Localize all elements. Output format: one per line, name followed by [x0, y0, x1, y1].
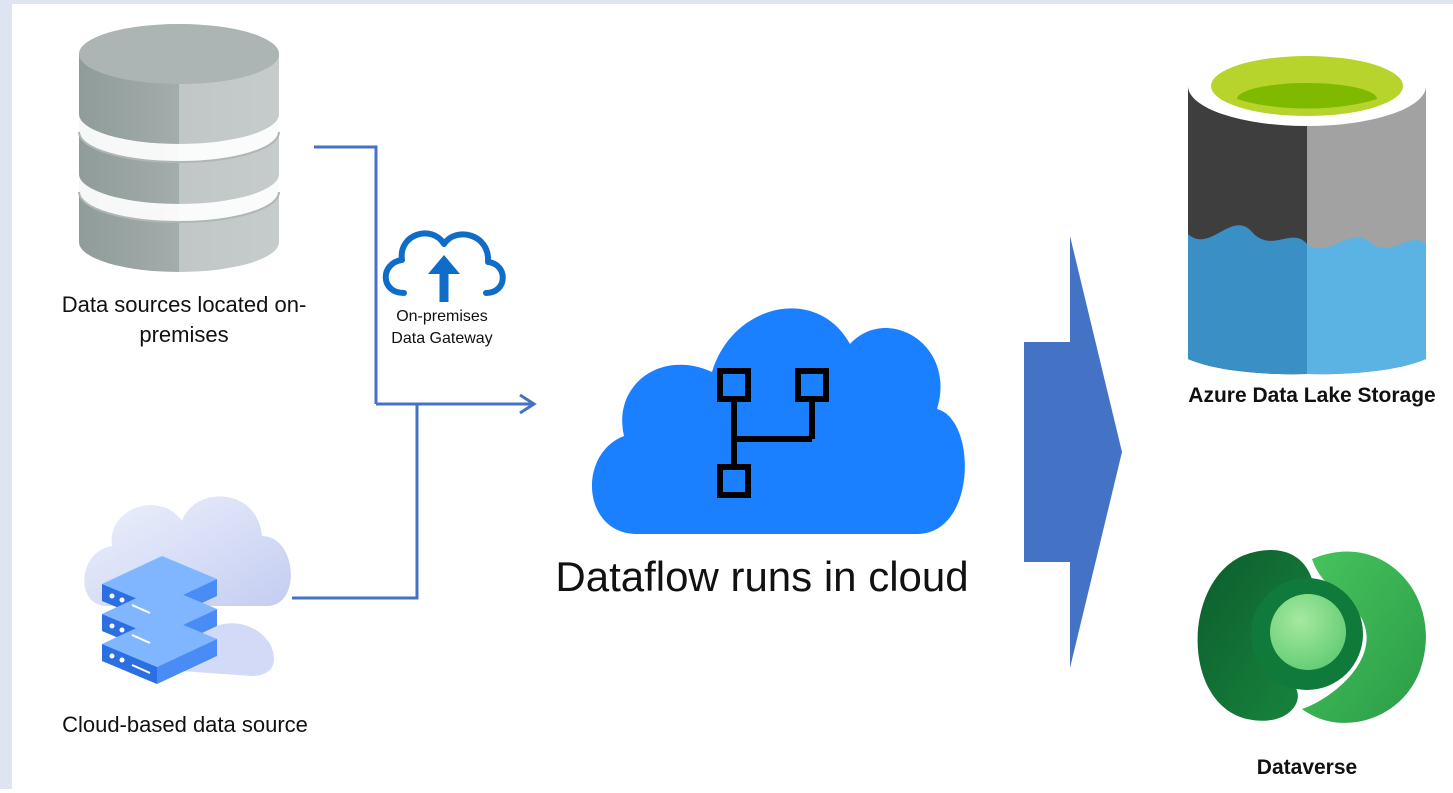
- dataverse-label: Dataverse: [1256, 756, 1358, 779]
- dataflow-diagram-icon: [717, 368, 829, 498]
- adls-label: Azure Data Lake Storage: [1188, 384, 1436, 407]
- connector-cloud: [292, 404, 419, 600]
- connector-arrowhead: [519, 393, 537, 415]
- dataverse-icon: [1197, 549, 1426, 723]
- connector-onprem: [314, 145, 378, 404]
- gateway-label: On-premises Data Gateway: [372, 306, 512, 351]
- onprem-source-label-line1: Data sources located on-: [61, 292, 307, 317]
- diagram-graphics: [78, 24, 1426, 723]
- onprem-source-label: Data sources located on- premises: [34, 290, 334, 349]
- gateway-label-line2: Data Gateway: [391, 330, 493, 348]
- dataflow-label: Dataflow runs in cloud: [555, 553, 969, 600]
- cloud-source-label: Cloud-based data source: [62, 712, 308, 737]
- onprem-source-label-line2: premises: [139, 321, 229, 347]
- cloud-server-icon: [84, 496, 291, 684]
- dataflow-cloud-icon: [591, 308, 965, 534]
- gateway-label-line1: On-premises: [396, 308, 488, 325]
- database-icon: [78, 24, 280, 272]
- gateway-upload-cloud-icon: [382, 230, 506, 302]
- connector-lines: [292, 145, 537, 600]
- azure-data-lake-storage-icon: [1188, 46, 1426, 375]
- output-arrow: [1024, 236, 1122, 668]
